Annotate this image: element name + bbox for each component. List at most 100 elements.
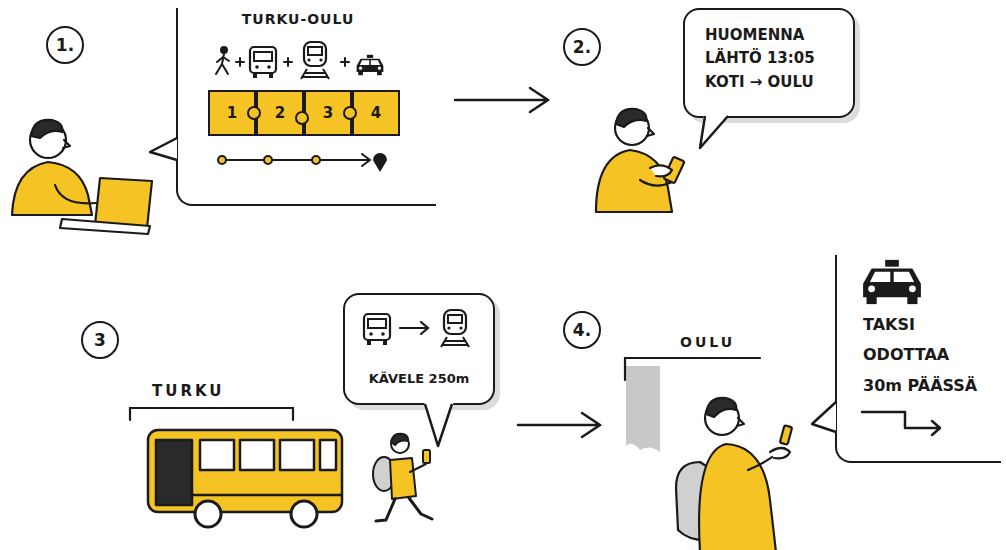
transport-icons [216, 47, 349, 74]
taxi-icon [863, 260, 921, 304]
bubble-tail [424, 402, 454, 446]
place-label: TURKU [152, 382, 225, 400]
transport-icons [341, 58, 349, 66]
direction-arrow [862, 412, 940, 435]
transport-icons [216, 54, 229, 74]
node-text: TAKSI ODOTTAA 30m PÄÄSSÄ [863, 310, 988, 401]
walking-person [391, 434, 408, 445]
bubble-tail [700, 113, 730, 148]
person-at-laptop [12, 162, 92, 215]
traveller-with-backpack [705, 401, 739, 435]
walking-person [373, 457, 395, 491]
step-number: 1. [46, 26, 84, 64]
station-building [130, 408, 293, 420]
node-text: 2. [573, 37, 591, 57]
route-timeline [222, 154, 370, 166]
puzzle-piece: 3 [304, 90, 352, 136]
person-at-laptop [30, 122, 66, 158]
person-with-phone [596, 150, 672, 212]
route-timeline [218, 156, 226, 164]
transport-icons [216, 42, 383, 79]
walking-person [391, 435, 409, 453]
bus-illustration [195, 501, 221, 527]
person-with-phone [616, 109, 646, 127]
traveller-with-backpack [706, 398, 736, 417]
step-number: 4. [563, 311, 601, 349]
node-text: 3 [94, 330, 106, 350]
node-text: 4. [573, 320, 591, 340]
route-timeline [374, 154, 386, 170]
route-timeline [312, 156, 320, 164]
step-arrow [518, 413, 600, 437]
oulu-building [625, 358, 760, 380]
bus-illustration [192, 494, 342, 497]
puzzle-piece: 1 [208, 90, 256, 136]
person-with-phone [640, 180, 672, 186]
person-at-laptop [60, 219, 150, 234]
transport-icons [221, 47, 227, 53]
bus-illustration [148, 430, 342, 527]
step-number: 3 [81, 321, 119, 359]
panel-notch [812, 402, 836, 432]
node-text: 4 [371, 104, 381, 122]
taxi-icon [863, 260, 921, 304]
bus-illustration [156, 440, 192, 505]
person-with-phone [615, 111, 649, 145]
traveller-with-backpack [699, 444, 776, 550]
oulu-building [626, 366, 660, 452]
bus-illustration [148, 430, 342, 512]
puzzle-piece: 4 [352, 90, 400, 136]
person-at-laptop [95, 178, 152, 228]
person-at-laptop [31, 120, 62, 138]
direction-arrow [862, 412, 940, 435]
traveller-with-backpack [770, 448, 790, 458]
person-at-laptop [55, 185, 96, 203]
node-text: 3 [323, 104, 333, 122]
bus-illustration [240, 440, 274, 470]
plan-panel: TURKU-OULU1234 [176, 8, 436, 206]
traveller-with-backpack [780, 425, 792, 444]
person-with-phone [647, 128, 654, 136]
bus-illustration [320, 440, 336, 470]
person-with-phone [650, 165, 672, 176]
node-text: 1 [227, 104, 237, 122]
speech-bubble: KÄVELE 250m [343, 293, 495, 405]
route-timeline [218, 154, 386, 170]
bus-illustration [291, 501, 317, 527]
bubble-tail [700, 116, 728, 148]
place-label: OULU [680, 334, 735, 350]
node-text: 2 [275, 104, 285, 122]
transport-icons [357, 55, 384, 75]
panel-notch [150, 138, 177, 160]
bubble-tail [425, 404, 452, 446]
traveller-with-backpack [737, 418, 744, 426]
station-building [130, 408, 293, 420]
transport-icons [236, 58, 244, 66]
traveller-with-backpack [748, 448, 784, 470]
puzzle-piece: 2 [256, 90, 304, 136]
traveller-with-backpack [676, 462, 712, 540]
bus-illustration [200, 440, 234, 470]
person-at-laptop [12, 120, 152, 234]
speech-bubble: HUOMENNA LÄHTÖ 13:05 KOTI → OULU [683, 8, 855, 118]
panel-notch [150, 138, 836, 432]
walking-person [376, 498, 432, 521]
node-text: KÄVELE 250m [345, 371, 493, 386]
walking-person [423, 450, 430, 463]
oulu-building [625, 358, 760, 452]
transport-icons [301, 42, 329, 79]
transport-icons [250, 47, 276, 78]
walking-person [373, 434, 432, 521]
person-at-laptop [63, 140, 70, 148]
walking-person [410, 464, 426, 472]
route-timeline [264, 156, 272, 164]
person-with-phone [596, 109, 685, 212]
traveller-with-backpack [676, 398, 792, 550]
taxi-panel: TAKSI ODOTTAA 30m PÄÄSSÄ [835, 255, 1001, 463]
transport-icons [284, 58, 292, 66]
walking-person [390, 458, 416, 499]
node-text: HUOMENNA LÄHTÖ 13:05 KOTI → OULU [705, 24, 833, 94]
